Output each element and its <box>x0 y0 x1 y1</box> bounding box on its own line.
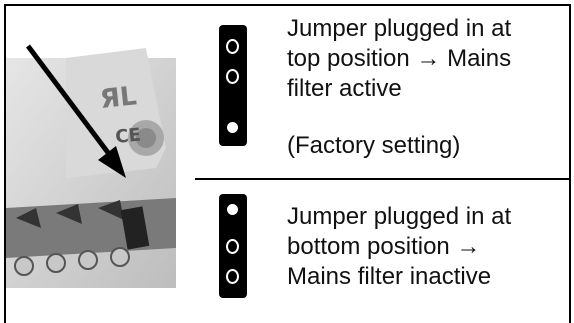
figure-frame <box>4 4 571 323</box>
jumper-top-position-icon <box>219 25 247 146</box>
svg-text:CE: CE <box>114 124 142 148</box>
open-pin-icon <box>226 39 239 54</box>
section-divider <box>195 178 571 180</box>
jumper-bottom-position-icon <box>219 194 247 298</box>
open-pin-icon <box>226 239 239 254</box>
bottom-option-description: Jumper plugged in at bottom position → M… <box>287 203 512 290</box>
device-photo: ЯL CE <box>6 44 176 288</box>
closed-pin-icon <box>227 204 238 215</box>
open-pin-icon <box>226 269 239 284</box>
top-option-description: Jumper plugged in at top position → Main… <box>287 15 512 102</box>
factory-setting-note: (Factory setting) <box>287 132 461 159</box>
open-pin-icon <box>226 69 239 84</box>
svg-text:ЯL: ЯL <box>99 81 139 115</box>
closed-pin-icon <box>227 122 238 133</box>
